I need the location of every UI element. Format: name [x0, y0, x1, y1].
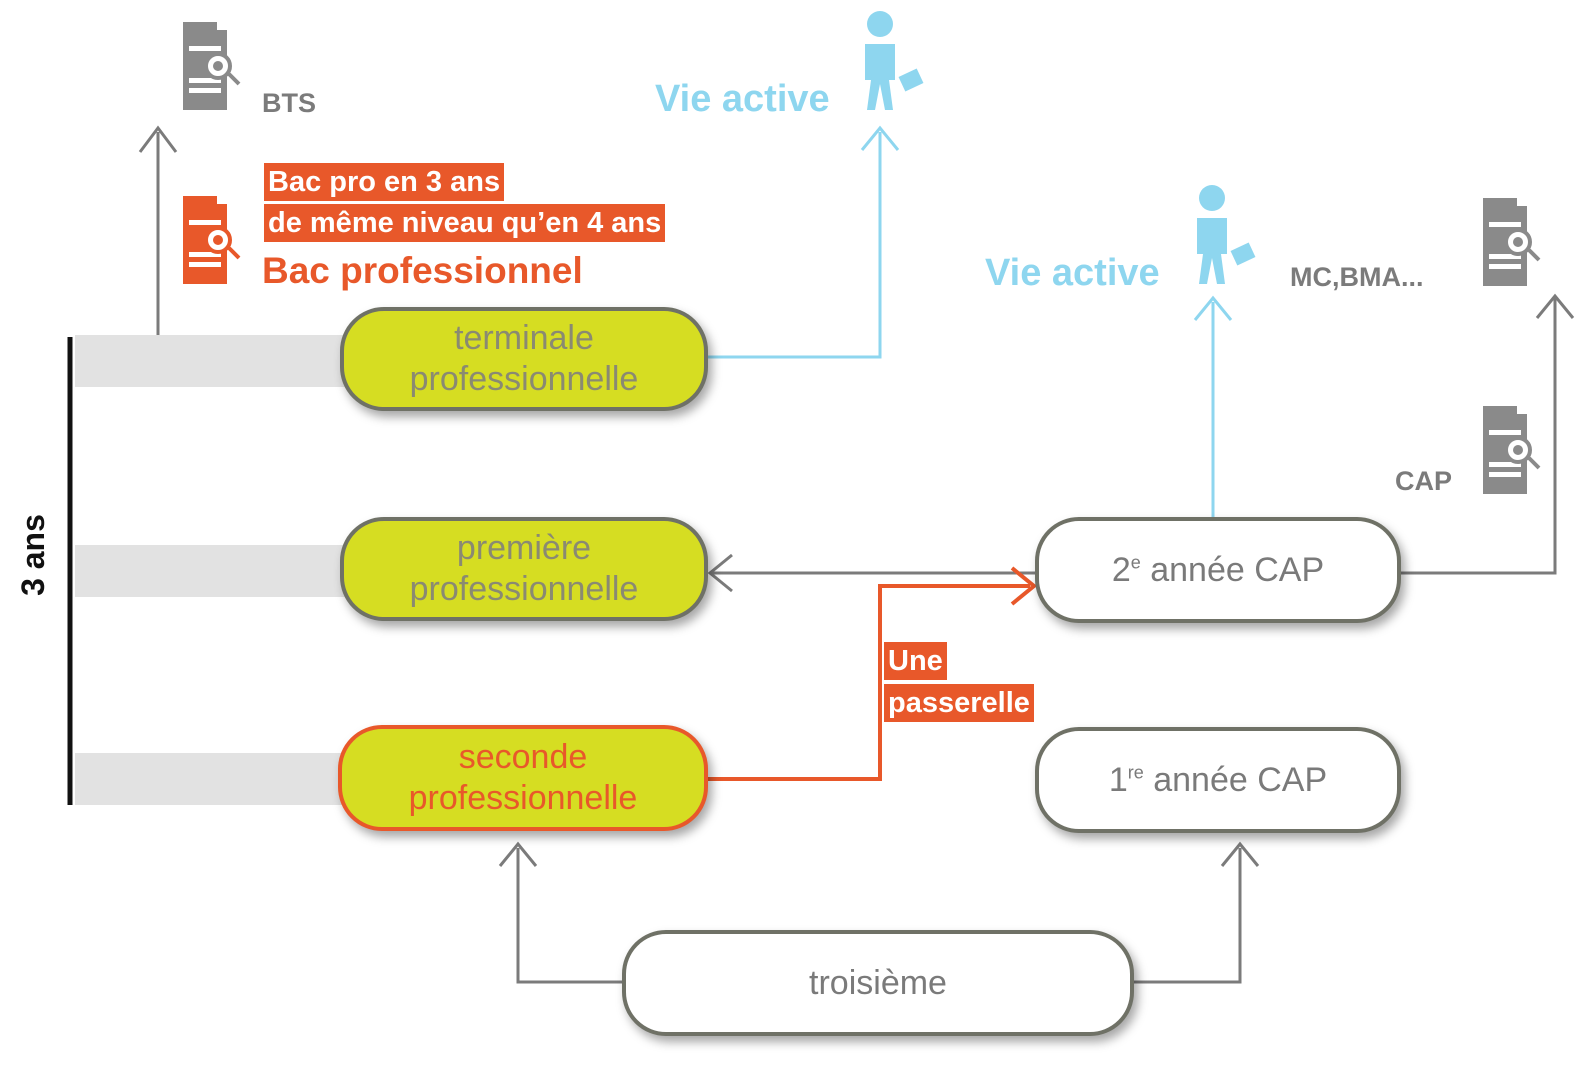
arrowhead-mc-bma: [1535, 293, 1575, 319]
node-seconde-line1: seconde: [458, 738, 588, 776]
node-cap-year2: 2e année CAP: [1035, 517, 1401, 623]
outcome-cap: CAP: [1395, 466, 1453, 496]
node-seconde: seconde professionnelle: [338, 725, 708, 831]
worker-icon: [865, 11, 924, 110]
node-cap1-prefix: 1: [1108, 760, 1128, 799]
arrowhead-premiere: [707, 553, 733, 593]
outcome-mc-bma: MC,BMA...: [1290, 262, 1424, 292]
arrow-troisieme-to-cap1: [1130, 848, 1242, 984]
duration-label: 3 ans: [15, 514, 51, 596]
node-cap2-sup: e: [1130, 552, 1141, 573]
arrowhead-vie-active-1: [860, 125, 900, 151]
outcome-vie-active-1: Vie active: [655, 78, 830, 120]
node-terminale: terminale professionnelle: [340, 307, 708, 411]
arrowhead-vie-active-2: [1193, 295, 1233, 321]
level-bar-terminale: [75, 335, 350, 387]
node-terminale-line1: terminale: [454, 319, 594, 357]
node-cap1-cap: CAP: [1257, 760, 1328, 799]
arrowhead-bts: [138, 125, 178, 153]
arrow-troisieme-to-seconde: [516, 848, 628, 984]
node-terminale-line2: professionnelle: [409, 360, 639, 398]
node-cap2-text: année: [1140, 550, 1255, 589]
passerelle-line2: passerelle: [884, 684, 1034, 722]
node-cap-year1: 1re année CAP: [1035, 727, 1401, 833]
arrow-to-mc-bma: [1400, 298, 1557, 575]
bac-tag-line2: de même niveau qu’en 4 ans: [264, 204, 666, 242]
worker-icon: [1197, 185, 1256, 284]
diploma-icon: [183, 196, 241, 284]
node-premiere-line1: première: [456, 529, 592, 567]
outcome-vie-active-2: Vie active: [985, 252, 1160, 294]
arrowhead-passerelle: [1010, 566, 1038, 606]
arrow-to-vie-active-1: [705, 132, 882, 359]
bac-title: Bac professionnel: [262, 250, 583, 291]
node-troisieme-label: troisième: [809, 963, 947, 1002]
node-cap1-sup: re: [1127, 762, 1144, 783]
node-cap2-prefix: 2: [1111, 550, 1131, 589]
diploma-icon: [1483, 406, 1541, 494]
arrowhead-cap1: [1220, 841, 1260, 867]
node-cap1-text: année: [1143, 760, 1258, 799]
node-premiere-line2: professionnelle: [409, 570, 639, 608]
node-cap2-cap: CAP: [1254, 550, 1325, 589]
outcome-bts: BTS: [262, 88, 316, 118]
level-bar-premiere: [75, 545, 350, 597]
arrow-passerelle: [708, 584, 1030, 781]
passerelle-line1: Une: [884, 642, 947, 680]
arrowhead-seconde: [498, 841, 538, 867]
level-bar-seconde: [75, 753, 350, 805]
bac-tag-line1: Bac pro en 3 ans: [264, 163, 505, 201]
node-seconde-line2: professionnelle: [408, 779, 638, 817]
node-troisieme: troisième: [622, 930, 1134, 1036]
node-premiere: première professionnelle: [340, 517, 708, 621]
diploma-icon: [1483, 198, 1541, 286]
diploma-icon: [183, 22, 241, 110]
